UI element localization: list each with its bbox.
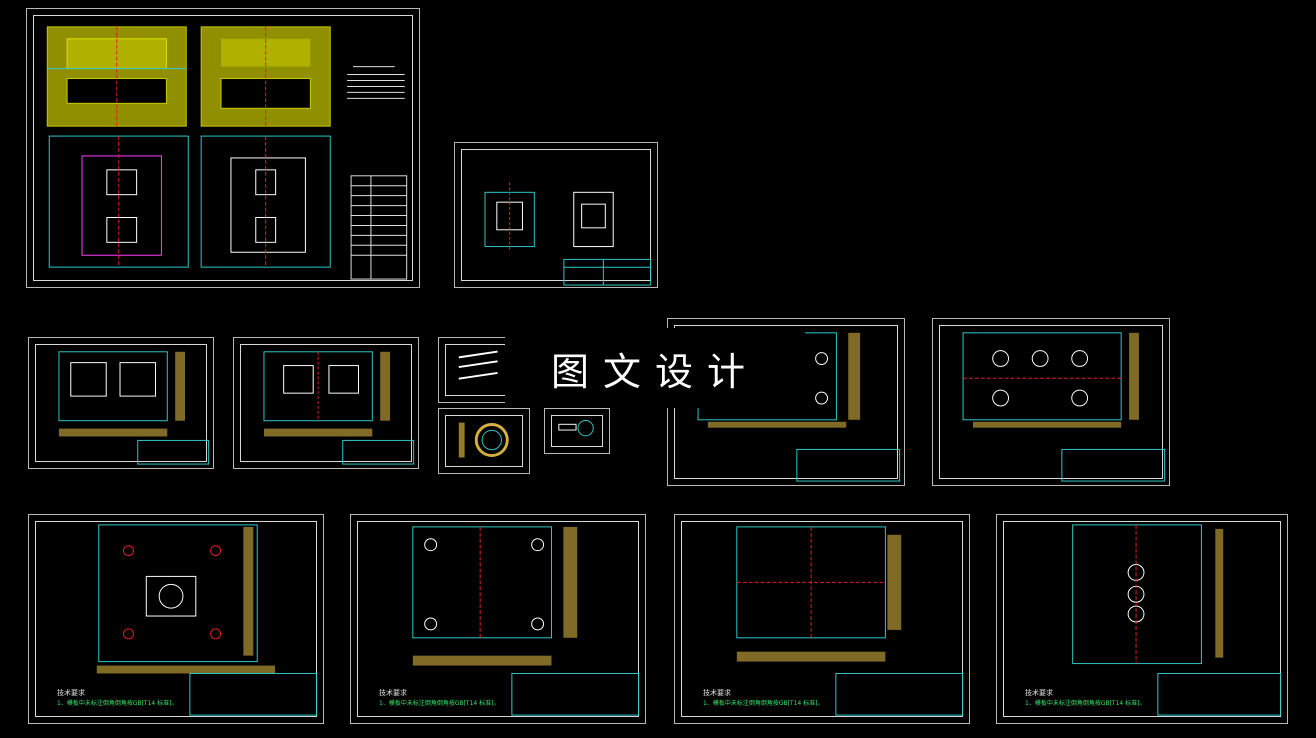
sheet-border [33,15,413,281]
assembly-drawing [46,26,408,280]
plate-g-drawing [736,526,964,716]
notes-title: 技术要求 [1025,689,1053,697]
part-drawing-sheet [454,142,658,288]
plate-f-drawing [412,526,640,716]
watermark: 图文设计 [505,328,805,408]
small-drawing-2 [438,408,530,474]
plate-drawing-d [932,318,1170,486]
notes-title: 技术要求 [379,689,407,697]
plate-b-drawing [263,351,415,465]
plate-drawing-a [28,337,214,469]
bushing-drawing [558,420,594,437]
sheet-border [1003,521,1281,717]
plate-h-drawing [1072,524,1282,716]
plate-d-drawing [962,332,1166,482]
sheet-border [445,415,523,467]
plate-drawing-b [233,337,419,469]
small-drawing-3 [544,408,610,454]
note-line: 1、模板中未标注倒角倒角按GB[T14 标准]。 [1025,700,1146,707]
notes-title: 技术要求 [57,689,85,697]
note-line: 1、模板中未标注倒角倒角按GB[T14 标准]。 [703,700,824,707]
note-line: 1、模板中未标注倒角倒角按GB[T14 标准]。 [57,700,178,707]
plate-drawing-h: 技术要求 1、模板中未标注倒角倒角按GB[T14 标准]。 [996,514,1288,724]
sheet-border [939,325,1163,479]
sheet-border [681,521,963,717]
plate-drawing-f: 技术要求 1、模板中未标注倒角倒角按GB[T14 标准]。 [350,514,646,724]
plate-a-drawing [58,351,210,465]
ring-drawing [458,422,509,458]
part-drawing [484,182,652,286]
sheet-border [35,521,317,717]
sheet-border [357,521,639,717]
sheet-border [35,344,207,462]
pin-drawing [458,350,498,380]
assembly-drawing-sheet [26,8,420,288]
note-line: 1、模板中未标注倒角倒角按GB[T14 标准]。 [379,700,500,707]
sheet-border [551,415,603,447]
sheet-border [240,344,412,462]
notes-title: 技术要求 [703,689,731,697]
plate-drawing-g: 技术要求 1、模板中未标注倒角倒角按GB[T14 标准]。 [674,514,970,724]
plate-drawing-e: 技术要求 1、模板中未标注倒角倒角按GB[T14 标准]。 [28,514,324,724]
plate-e-drawing [96,524,318,716]
sheet-border [461,149,651,281]
